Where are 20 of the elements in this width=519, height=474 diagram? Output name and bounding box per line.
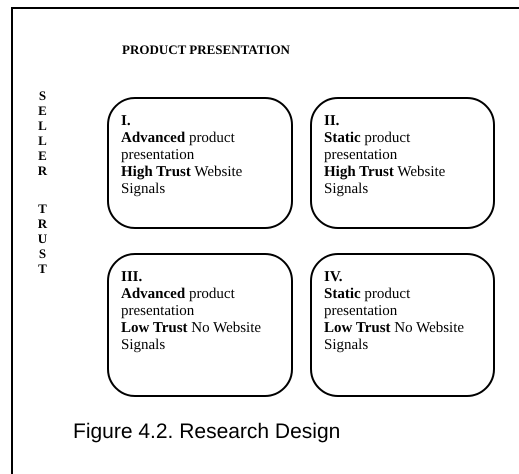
condition-text: Advanced product presentation — [121, 130, 236, 164]
roman-numeral: II. — [324, 113, 340, 130]
condition-text: High Trust Website Signals — [324, 164, 446, 198]
condition-text: Low Trust No Website Signals — [324, 320, 466, 354]
condition-text: Advanced product presentation — [121, 286, 236, 320]
roman-numeral: I. — [121, 113, 132, 130]
axis-label: TRUST — [36, 201, 48, 276]
condition-box — [107, 97, 293, 229]
condition-box — [310, 253, 495, 397]
condition-text: High Trust Website Signals — [121, 164, 244, 198]
axis-label: SELLER — [36, 88, 48, 178]
condition-text: Static product presentation — [324, 286, 412, 320]
title: PRODUCT PRESENTATION — [122, 41, 290, 59]
condition-text: Low Trust No Website Signals — [121, 320, 262, 354]
condition-text: Static product presentation — [324, 130, 412, 164]
roman-numeral: III. — [121, 269, 144, 286]
caption: Figure 4.2. Research Design — [73, 419, 340, 445]
condition-box — [107, 253, 293, 397]
condition-box — [310, 97, 495, 229]
roman-numeral: IV. — [324, 269, 344, 286]
